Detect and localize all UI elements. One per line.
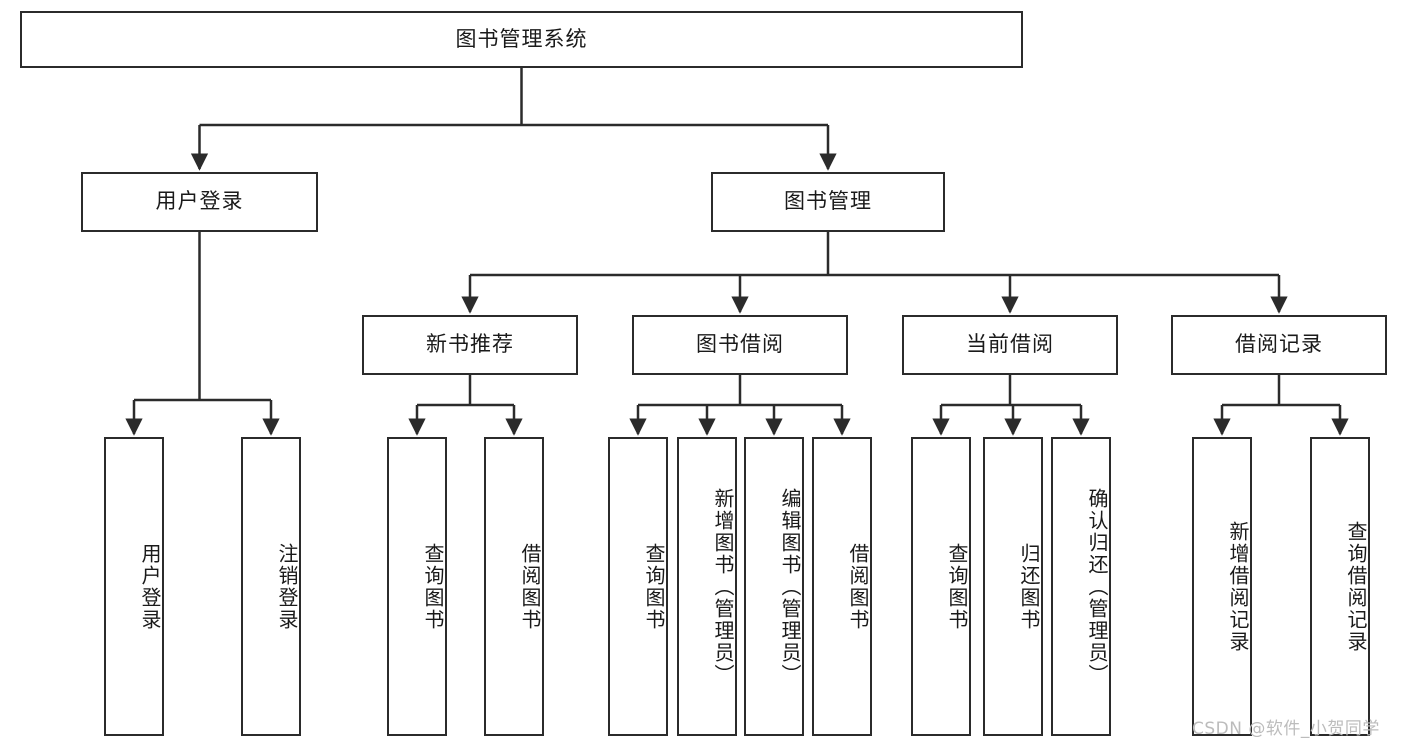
node-leaf-borrow-edit-book: 编辑图书（管理员） (744, 437, 804, 736)
node-leaf-current-query-book: 查询图书 (911, 437, 971, 736)
node-label: 图书借阅 (696, 332, 784, 357)
node-leaf-record-query: 查询借阅记录 (1310, 437, 1370, 736)
node-leaf-record-add: 新增借阅记录 (1192, 437, 1252, 736)
node-label: 新书推荐 (426, 332, 514, 357)
node-leaf-borrow-query-book: 查询图书 (608, 437, 668, 736)
node-borrow-record: 借阅记录 (1171, 315, 1387, 375)
node-new-book-rec: 新书推荐 (362, 315, 578, 375)
node-label: 图书管理 (784, 189, 872, 214)
node-label: 借阅图书 (846, 542, 870, 631)
node-leaf-borrow-borrow-book: 借阅图书 (812, 437, 872, 736)
node-label: 确认归还（管理员） (1085, 487, 1109, 686)
node-label: 归还图书 (1017, 542, 1041, 631)
node-leaf-rec-query-book: 查询图书 (387, 437, 447, 736)
node-label: 注销登录 (275, 542, 299, 631)
node-图书管理系统: 图书管理系统 (20, 11, 1023, 68)
node-book-borrow: 图书借阅 (632, 315, 848, 375)
node-label: 图书管理系统 (455, 26, 588, 51)
node-label: 借阅记录 (1235, 332, 1323, 357)
node-label: 查询借阅记录 (1344, 520, 1368, 653)
node-leaf-borrow-add-book: 新增图书（管理员） (677, 437, 737, 736)
node-label: 查询图书 (642, 542, 666, 631)
node-label: 新增图书（管理员） (711, 487, 735, 686)
node-label: 用户登录 (155, 189, 244, 214)
csdn-watermark: CSDN @软件_小贺同学 (1192, 719, 1380, 739)
node-current-borrow: 当前借阅 (902, 315, 1118, 375)
node-label: 借阅图书 (518, 542, 542, 631)
node-label: 查询图书 (945, 542, 969, 631)
node-leaf-user-login: 用户登录 (104, 437, 164, 736)
node-leaf-current-confirm-return: 确认归还（管理员） (1051, 437, 1111, 736)
node-leaf-current-return-book: 归还图书 (983, 437, 1043, 736)
node-label: 新增借阅记录 (1226, 520, 1250, 653)
node-leaf-rec-borrow-book: 借阅图书 (484, 437, 544, 736)
node-user-login: 用户登录 (81, 172, 318, 232)
node-label: 查询图书 (421, 542, 445, 631)
node-leaf-user-logout: 注销登录 (241, 437, 301, 736)
node-label: 编辑图书（管理员） (778, 487, 802, 686)
node-book-manage: 图书管理 (711, 172, 945, 232)
node-label: 当前借阅 (966, 332, 1054, 357)
node-label: 用户登录 (138, 542, 162, 631)
